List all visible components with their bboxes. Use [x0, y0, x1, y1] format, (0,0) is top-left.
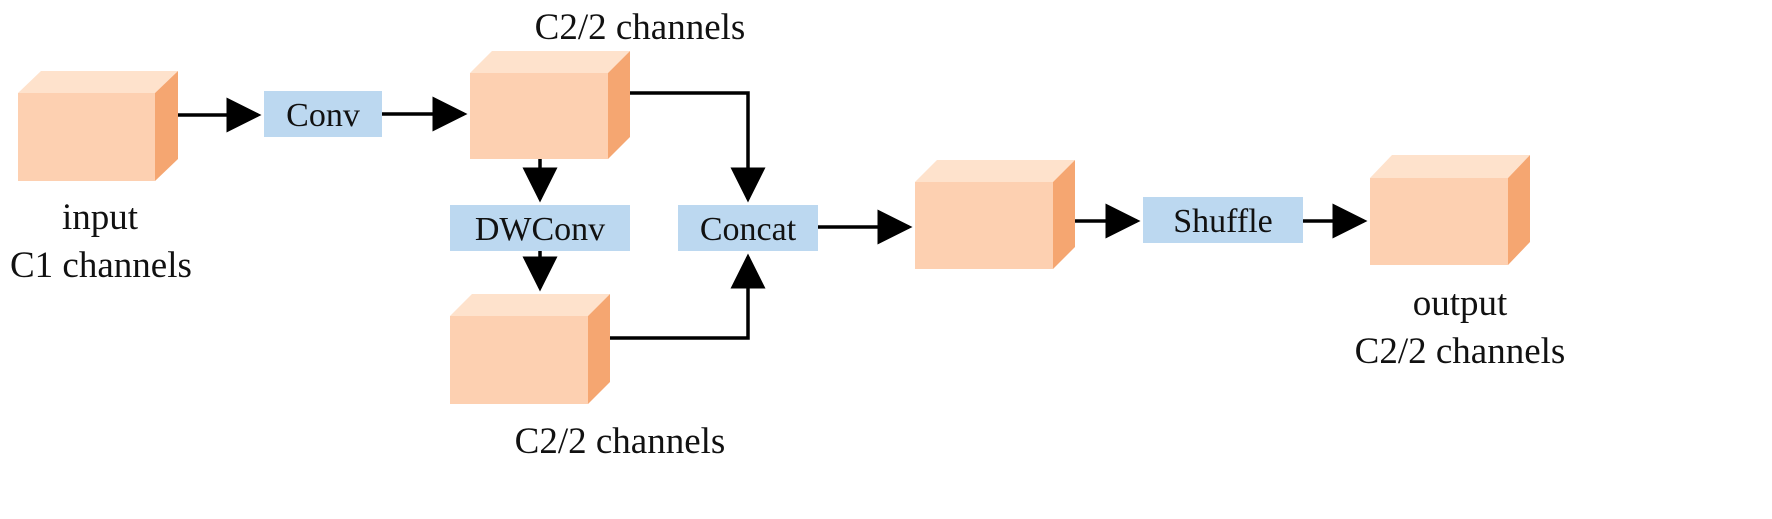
dwconv-op-label: DWConv [475, 211, 605, 248]
dwconv-output-block [450, 294, 610, 404]
output-label-line1: output [1412, 283, 1508, 324]
shuffle-op-label: Shuffle [1173, 203, 1272, 240]
concat-op-box: Concat [678, 205, 818, 251]
input-label: input C1 channels [10, 194, 192, 290]
input-label-line1: input [61, 197, 139, 238]
conv-op-label: Conv [286, 97, 360, 134]
concat-op-label: Concat [700, 211, 797, 248]
input-label-line2: C1 channels [10, 245, 192, 286]
conv-output-channels-label: C2/2 channels [534, 7, 746, 48]
output-label: output C2/2 channels [1330, 280, 1590, 376]
conv-op-box: Conv [264, 91, 382, 137]
dwconv-op-box: DWConv [450, 205, 630, 251]
arrow-dw-branch-to-concat [610, 253, 766, 340]
input-feature-block [18, 71, 178, 181]
conv-output-block [470, 51, 630, 159]
concat-output-block [915, 160, 1075, 269]
shuffle-op-box: Shuffle [1143, 197, 1303, 243]
arrow-conv-branch-to-concat [630, 91, 766, 203]
dwconv-output-channels-label: C2/2 channels [514, 421, 726, 462]
output-label-line2: C2/2 channels [1354, 331, 1566, 372]
output-feature-block [1370, 155, 1530, 265]
